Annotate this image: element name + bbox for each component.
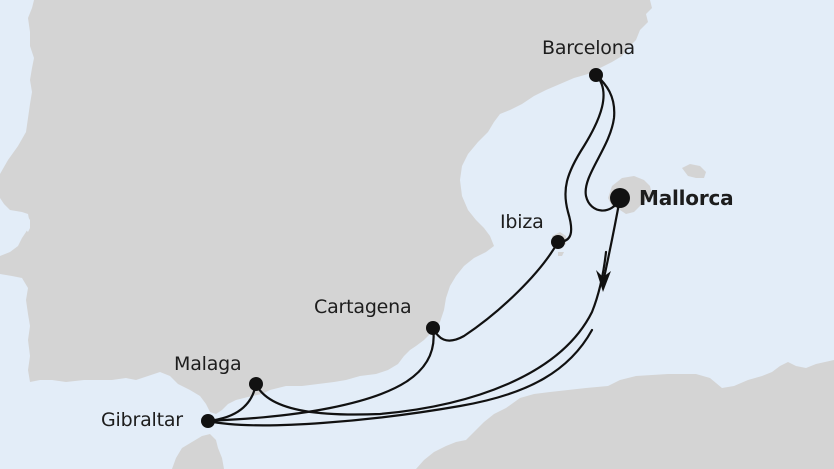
port-label-cartagena: Cartagena bbox=[314, 296, 412, 318]
tagus-estuary bbox=[20, 214, 30, 232]
port-marker-malaga[interactable] bbox=[249, 377, 263, 391]
arrow-down-icon bbox=[596, 270, 611, 292]
land-north-africa bbox=[416, 360, 834, 469]
land-morocco-tip bbox=[172, 434, 224, 469]
route-gibraltar-east bbox=[206, 328, 594, 427]
port-markers bbox=[201, 68, 630, 428]
port-label-mallorca: Mallorca bbox=[639, 186, 734, 210]
port-marker-mallorca[interactable] bbox=[610, 188, 630, 208]
land-iberia bbox=[0, 0, 652, 414]
route-barcelona-ibiza bbox=[556, 73, 605, 244]
route-malaga-mallorca bbox=[254, 250, 608, 416]
land-menorca bbox=[682, 164, 706, 178]
port-marker-cartagena[interactable] bbox=[426, 321, 440, 335]
land-formentera bbox=[558, 252, 564, 256]
route-ibiza-cartagena bbox=[431, 240, 560, 342]
route-lines bbox=[206, 73, 622, 427]
route-mallorca-barcelona bbox=[584, 73, 622, 212]
port-marker-gibraltar[interactable] bbox=[201, 414, 215, 428]
port-marker-barcelona[interactable] bbox=[589, 68, 603, 82]
port-label-gibraltar: Gibraltar bbox=[101, 409, 183, 431]
port-marker-ibiza[interactable] bbox=[551, 235, 565, 249]
port-label-ibiza: Ibiza bbox=[500, 211, 544, 233]
route-cartagena-gibraltar bbox=[206, 326, 435, 423]
port-label-barcelona: Barcelona bbox=[542, 37, 635, 59]
port-label-malaga: Malaga bbox=[174, 353, 242, 375]
